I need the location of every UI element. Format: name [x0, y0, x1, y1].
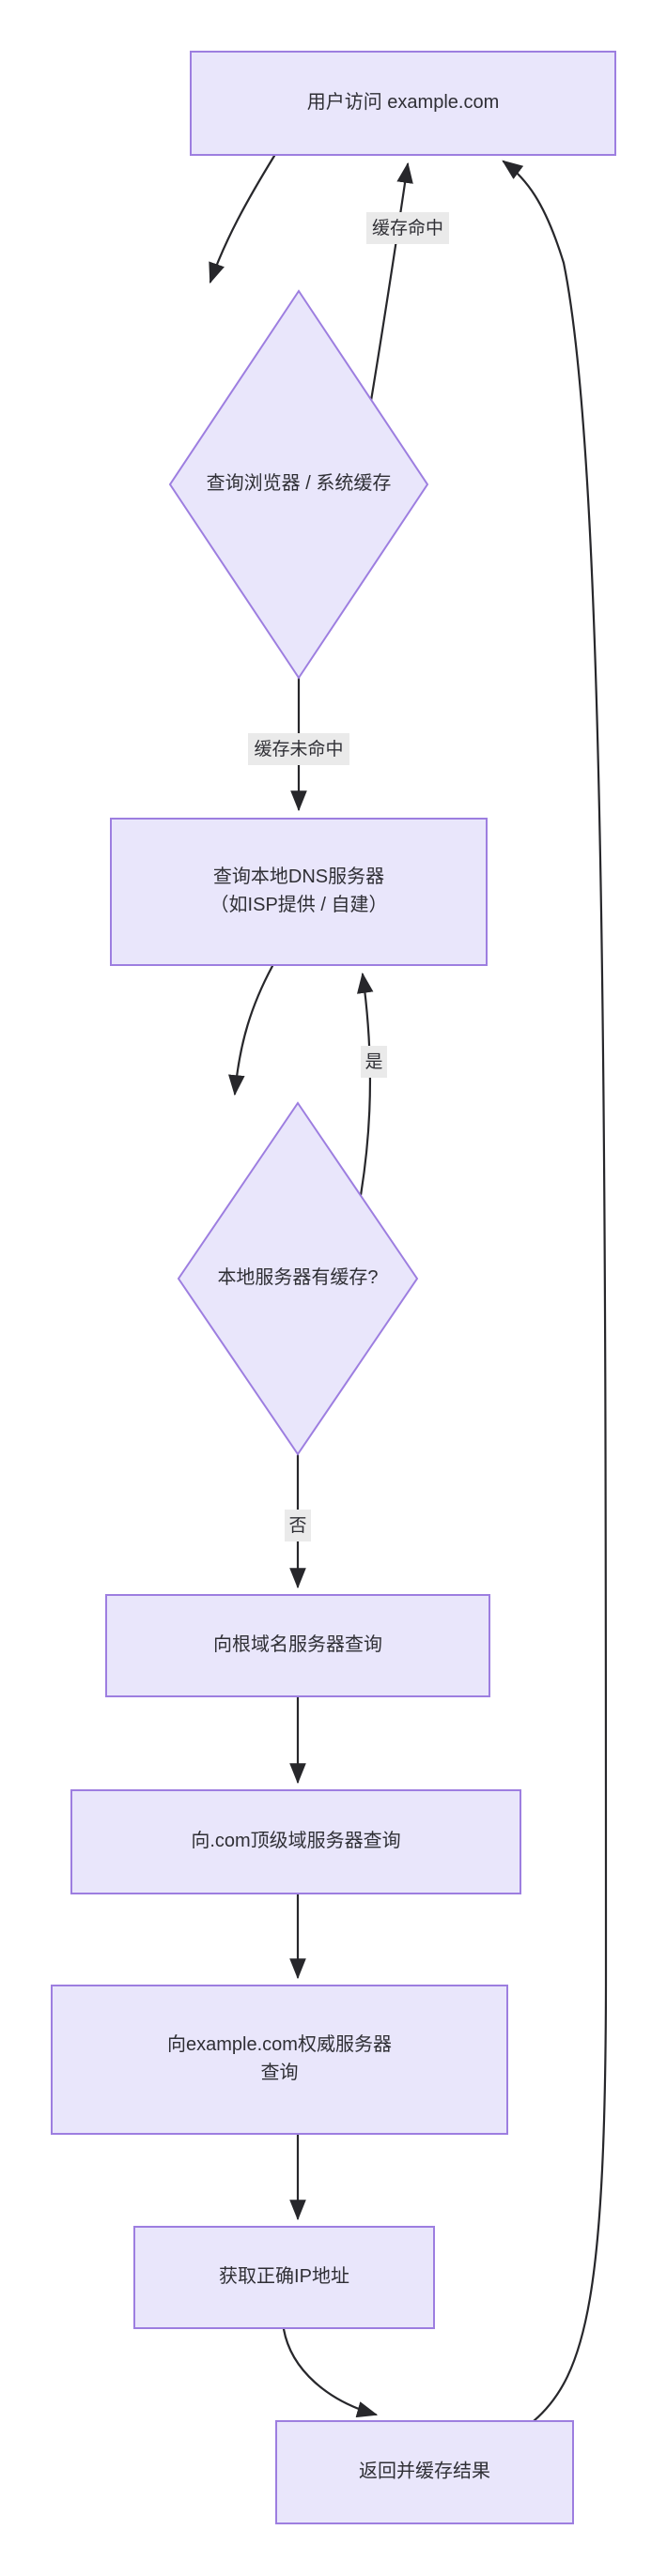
node-shape-rect — [51, 1985, 508, 2135]
node-n5[interactable]: 向根域名服务器查询 — [105, 1594, 490, 1697]
node-label-n5: 向根域名服务器查询 — [213, 1633, 382, 1655]
edge-label-text: 缓存未命中 — [254, 739, 343, 759]
node-label-n7: 向example.com权威服务器查询 — [167, 2033, 392, 2083]
node-n4[interactable]: 本地服务器有缓存? — [177, 1101, 419, 1456]
nodes-layer: 用户访问 example.com 查询浏览器 / 系统缓存查询本地DNS服务器（如… — [51, 51, 616, 2524]
edge-n8-to-n9 — [282, 2327, 379, 2418]
node-shape-rect — [190, 51, 616, 156]
node-shape-rect — [70, 1789, 521, 1894]
node-n6[interactable]: 向.com顶级域服务器查询 — [70, 1789, 521, 1894]
node-label-n8: 获取正确IP地址 — [219, 2265, 349, 2287]
node-shape-diamond — [168, 289, 429, 680]
node-label-n4: 本地服务器有缓存? — [217, 1266, 378, 1288]
node-label-n9: 返回并缓存结果 — [359, 2461, 490, 2482]
node-shape-rect — [133, 2226, 435, 2329]
edge-label-text: 是 — [365, 1052, 382, 1072]
node-n8[interactable]: 获取正确IP地址 — [133, 2226, 435, 2329]
edge-label-bg — [285, 1510, 311, 1541]
node-n9[interactable]: 返回并缓存结果 — [275, 2420, 574, 2524]
edge-label-l3: 是 — [361, 1046, 387, 1078]
edge-n1-to-n2 — [209, 154, 276, 284]
edge-label-bg — [248, 733, 349, 765]
node-n3[interactable]: 查询本地DNS服务器（如ISP提供 / 自建） — [110, 818, 488, 966]
node-n1[interactable]: 用户访问 example.com — [190, 51, 616, 156]
node-n2[interactable]: 查询浏览器 / 系统缓存 — [168, 289, 429, 680]
edge-label-text: 缓存命中 — [372, 218, 443, 238]
edge-label-l1: 缓存命中 — [366, 212, 449, 244]
node-label-n1: 用户访问 example.com — [307, 91, 500, 113]
node-shape-diamond — [177, 1101, 419, 1456]
edge-label-bg — [361, 1046, 387, 1078]
node-label-n3: 查询本地DNS服务器（如ISP提供 / 自建） — [210, 866, 388, 915]
node-label-n2: 查询浏览器 / 系统缓存 — [207, 472, 392, 494]
edge-label-text: 否 — [288, 1516, 306, 1536]
node-n7[interactable]: 向example.com权威服务器查询 — [51, 1985, 508, 2135]
node-shape-rect — [110, 818, 488, 966]
edge-n9-to-n1 — [502, 160, 608, 2423]
edge-n3-to-n4 — [228, 964, 274, 1096]
edge-label-bg — [366, 212, 449, 244]
edge-label-l2: 缓存未命中 — [248, 733, 349, 765]
node-shape-rect — [105, 1594, 490, 1697]
node-label-n6: 向.com顶级域服务器查询 — [191, 1830, 400, 1851]
node-shape-rect — [275, 2420, 574, 2524]
edge-label-l4: 否 — [285, 1510, 311, 1541]
